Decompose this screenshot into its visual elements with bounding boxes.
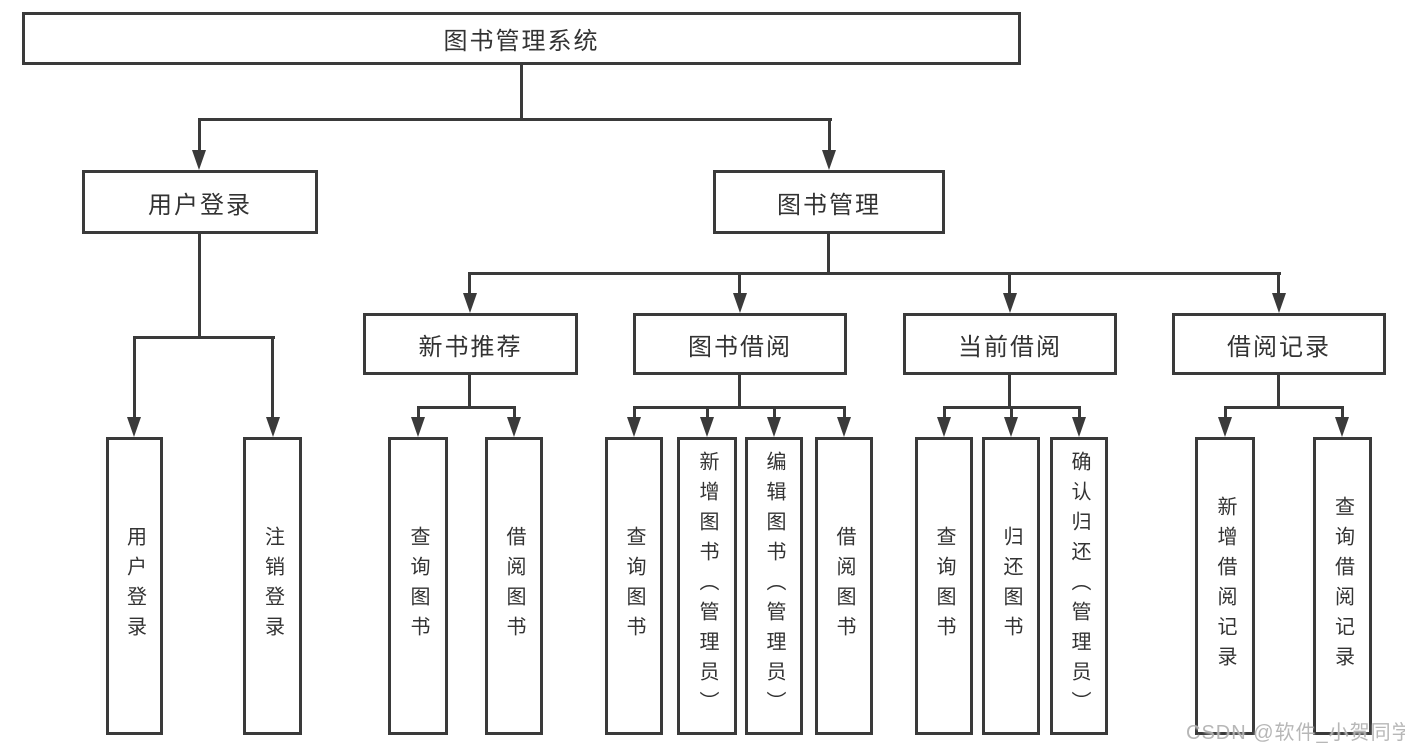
connector-current-stem	[1008, 375, 1011, 408]
node-leaf-bb-add: 新增图书（管理员）	[677, 437, 737, 735]
node-leaf-user-login-label: 用户登录	[123, 526, 146, 646]
node-book-borrow: 图书借阅	[633, 313, 847, 375]
node-leaf-bb-query: 查询图书	[605, 437, 663, 735]
node-leaf-bb-add-label: 新增图书（管理员）	[696, 451, 718, 721]
connector-drop-book-mgmt	[828, 118, 831, 156]
connector-drop-bb-edit	[773, 406, 776, 426]
node-root: 图书管理系统	[22, 12, 1021, 65]
node-current-borrow-label: 当前借阅	[958, 333, 1062, 361]
node-borrow-records-label: 借阅记录	[1227, 333, 1331, 361]
arrowhead-br-query	[1335, 417, 1349, 437]
node-leaf-cb-confirm: 确认归还（管理员）	[1050, 437, 1108, 735]
node-leaf-logout-label: 注销登录	[261, 526, 284, 646]
connector-records-stem	[1277, 375, 1280, 408]
connector-drop-cb-return	[1010, 406, 1013, 426]
connector-book-borrow-bar	[633, 406, 846, 409]
connector-drop-cb-confirm	[1078, 406, 1081, 426]
node-new-books-label: 新书推荐	[418, 333, 523, 361]
node-leaf-bb-edit-label: 编辑图书（管理员）	[763, 451, 785, 721]
node-leaf-bb-edit: 编辑图书（管理员）	[745, 437, 803, 735]
connector-root-bar	[198, 118, 832, 121]
connector-drop-borrow-records	[1277, 272, 1280, 300]
node-leaf-nb-query: 查询图书	[388, 437, 448, 735]
node-leaf-logout: 注销登录	[243, 437, 302, 735]
connector-root-stem	[520, 64, 523, 120]
arrowhead-bb-edit	[767, 417, 781, 437]
connector-drop-leaf-logout	[271, 336, 274, 422]
node-leaf-bb-borrow-label: 借阅图书	[833, 526, 855, 646]
node-leaf-nb-borrow: 借阅图书	[485, 437, 543, 735]
csdn-watermark: CSDN @软件_小贺同学	[1186, 722, 1405, 744]
arrowhead-br-add	[1218, 417, 1232, 437]
node-leaf-cb-query: 查询图书	[915, 437, 973, 735]
node-book-mgmt-label: 图书管理	[777, 191, 881, 219]
connector-mgmt-stem	[827, 234, 830, 274]
arrowhead-cb-return	[1004, 417, 1018, 437]
connector-drop-br-add	[1224, 406, 1227, 426]
node-leaf-cb-return-label: 归还图书	[1000, 526, 1022, 646]
node-book-borrow-label: 图书借阅	[688, 333, 792, 361]
connector-drop-book-borrow	[738, 272, 741, 300]
node-leaf-bb-borrow: 借阅图书	[815, 437, 873, 735]
connector-new-books-stem	[468, 375, 471, 408]
arrowhead-nb-borrow	[507, 417, 521, 437]
node-borrow-records: 借阅记录	[1172, 313, 1386, 375]
connector-drop-user-login	[198, 118, 201, 156]
connector-book-borrow-stem	[738, 375, 741, 408]
connector-drop-new-books	[468, 272, 471, 300]
arrowhead-cb-confirm	[1072, 417, 1086, 437]
connector-drop-current-borrow	[1008, 272, 1011, 300]
node-new-books: 新书推荐	[363, 313, 578, 375]
node-user-login-label: 用户登录	[148, 191, 252, 219]
node-leaf-cb-return: 归还图书	[982, 437, 1040, 735]
connector-user-stem	[198, 234, 201, 338]
connector-drop-br-query	[1341, 406, 1344, 426]
connector-user-bar	[133, 336, 275, 339]
arrowhead-bb-add	[700, 417, 714, 437]
connector-new-books-bar	[417, 406, 516, 409]
node-book-mgmt: 图书管理	[713, 170, 945, 234]
node-leaf-nb-query-label: 查询图书	[407, 526, 429, 646]
node-root-label: 图书管理系统	[443, 28, 600, 55]
connector-drop-nb-query	[417, 406, 420, 426]
connector-drop-cb-query	[943, 406, 946, 426]
connector-drop-bb-add	[706, 406, 709, 426]
node-leaf-cb-query-label: 查询图书	[933, 526, 955, 646]
node-leaf-user-login: 用户登录	[106, 437, 163, 735]
connector-drop-nb-borrow	[513, 406, 516, 426]
connector-drop-bb-borrow	[843, 406, 846, 426]
arrowhead-user-login	[192, 150, 206, 170]
arrowhead-leaf-login	[127, 417, 141, 437]
connector-drop-leaf-login	[133, 336, 136, 422]
node-user-login: 用户登录	[82, 170, 318, 234]
arrowhead-nb-query	[411, 417, 425, 437]
arrowhead-bb-query	[627, 417, 641, 437]
arrowhead-borrow-records	[1272, 293, 1286, 313]
node-leaf-br-add: 新增借阅记录	[1195, 437, 1255, 735]
connector-drop-bb-query	[633, 406, 636, 426]
arrowhead-cb-query	[937, 417, 951, 437]
node-leaf-br-add-label: 新增借阅记录	[1214, 496, 1236, 676]
arrowhead-leaf-logout	[266, 417, 280, 437]
arrowhead-book-mgmt	[822, 150, 836, 170]
node-current-borrow: 当前借阅	[903, 313, 1117, 375]
arrowhead-bb-borrow	[837, 417, 851, 437]
arrowhead-book-borrow	[733, 293, 747, 313]
connector-mgmt-bar	[469, 272, 1281, 275]
node-leaf-cb-confirm-label: 确认归还（管理员）	[1068, 451, 1090, 721]
node-leaf-br-query-label: 查询借阅记录	[1331, 496, 1354, 676]
node-leaf-br-query: 查询借阅记录	[1313, 437, 1372, 735]
arrowhead-current-borrow	[1003, 293, 1017, 313]
node-leaf-bb-query-label: 查询图书	[623, 526, 645, 646]
connector-records-bar	[1224, 406, 1344, 409]
arrowhead-new-books	[463, 293, 477, 313]
node-leaf-nb-borrow-label: 借阅图书	[503, 526, 525, 646]
